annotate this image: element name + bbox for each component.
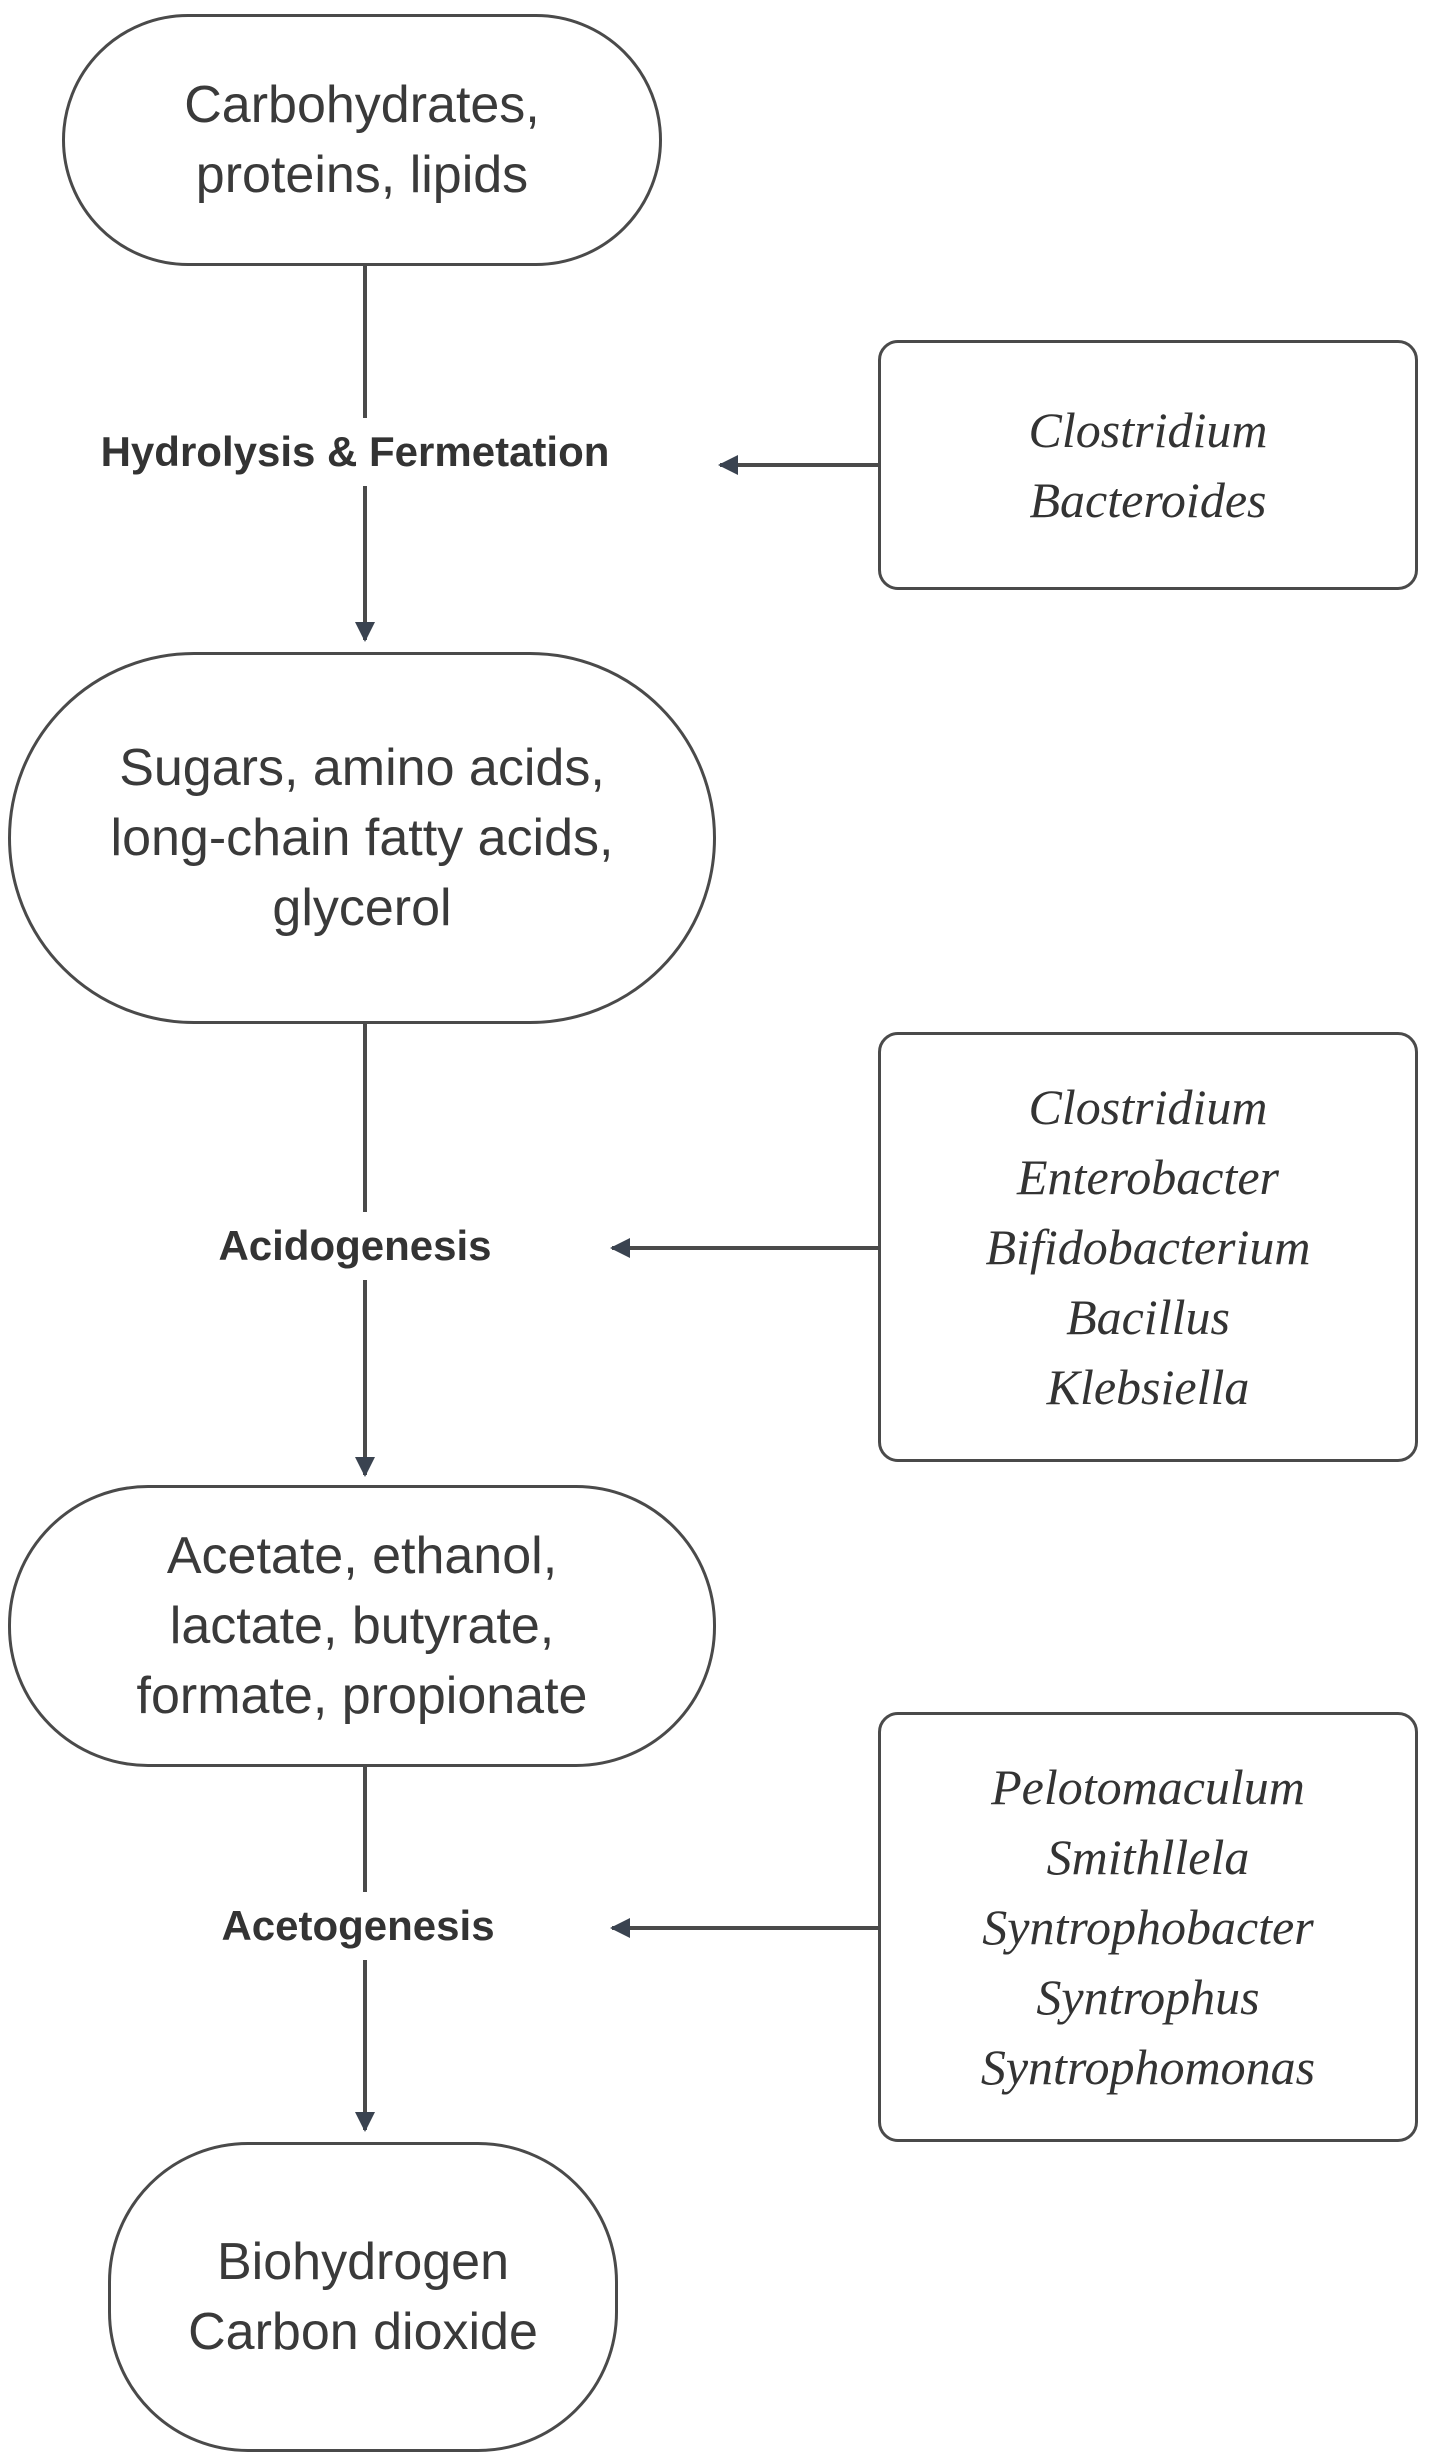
organism-name: Syntrophus: [1036, 1969, 1260, 2025]
organism-name: Clostridium: [1028, 1079, 1268, 1135]
node-final-products-line: Biohydrogen: [217, 2233, 509, 2291]
node-hydrolysis-products: Sugars, amino acids, long-chain fatty ac…: [8, 652, 716, 1024]
node-hydrolysis-products-line: Sugars, amino acids,: [119, 739, 605, 797]
node-substrates: Carbohydrates, proteins, lipids: [62, 14, 662, 266]
organisms-box-acidogenesis: Clostridium Enterobacter Bifidobacterium…: [878, 1032, 1418, 1462]
node-final-products-line: Carbon dioxide: [188, 2303, 538, 2361]
organism-name: Clostridium: [1028, 402, 1268, 458]
organism-name: Klebsiella: [1046, 1359, 1250, 1415]
organism-name: Bacillus: [1066, 1289, 1230, 1345]
node-hydrolysis-products-line: glycerol: [272, 879, 452, 937]
node-acidogenesis-products-line: Acetate, ethanol,: [166, 1527, 558, 1585]
stage-label-acidogenesis: Acidogenesis: [210, 1212, 500, 1280]
organisms-box-acetogenesis: Pelotomaculum Smithllela Syntrophobacter…: [878, 1712, 1418, 2142]
organism-name: Bacteroides: [1029, 472, 1267, 528]
node-substrates-line: Carbohydrates,: [184, 76, 540, 134]
organism-name: Syntrophobacter: [982, 1899, 1314, 1955]
stage-label-hydrolysis: Hydrolysis & Fermetation: [92, 418, 618, 486]
organism-name: Enterobacter: [1017, 1149, 1279, 1205]
stage-label-acetogenesis: Acetogenesis: [213, 1892, 503, 1960]
organism-name: Smithllela: [1046, 1829, 1250, 1885]
organism-name: Pelotomaculum: [991, 1759, 1305, 1815]
organism-name: Bifidobacterium: [985, 1219, 1311, 1275]
node-acidogenesis-products-line: formate, propionate: [136, 1667, 588, 1725]
node-acidogenesis-products: Acetate, ethanol, lactate, butyrate, for…: [8, 1485, 716, 1767]
node-final-products: Biohydrogen Carbon dioxide: [108, 2142, 618, 2452]
node-acidogenesis-products-line: lactate, butyrate,: [169, 1597, 555, 1655]
node-substrates-line: proteins, lipids: [195, 146, 529, 204]
node-hydrolysis-products-line: long-chain fatty acids,: [110, 809, 614, 867]
organisms-box-hydrolysis: Clostridium Bacteroides: [878, 340, 1418, 590]
organism-name: Syntrophomonas: [980, 2039, 1316, 2095]
